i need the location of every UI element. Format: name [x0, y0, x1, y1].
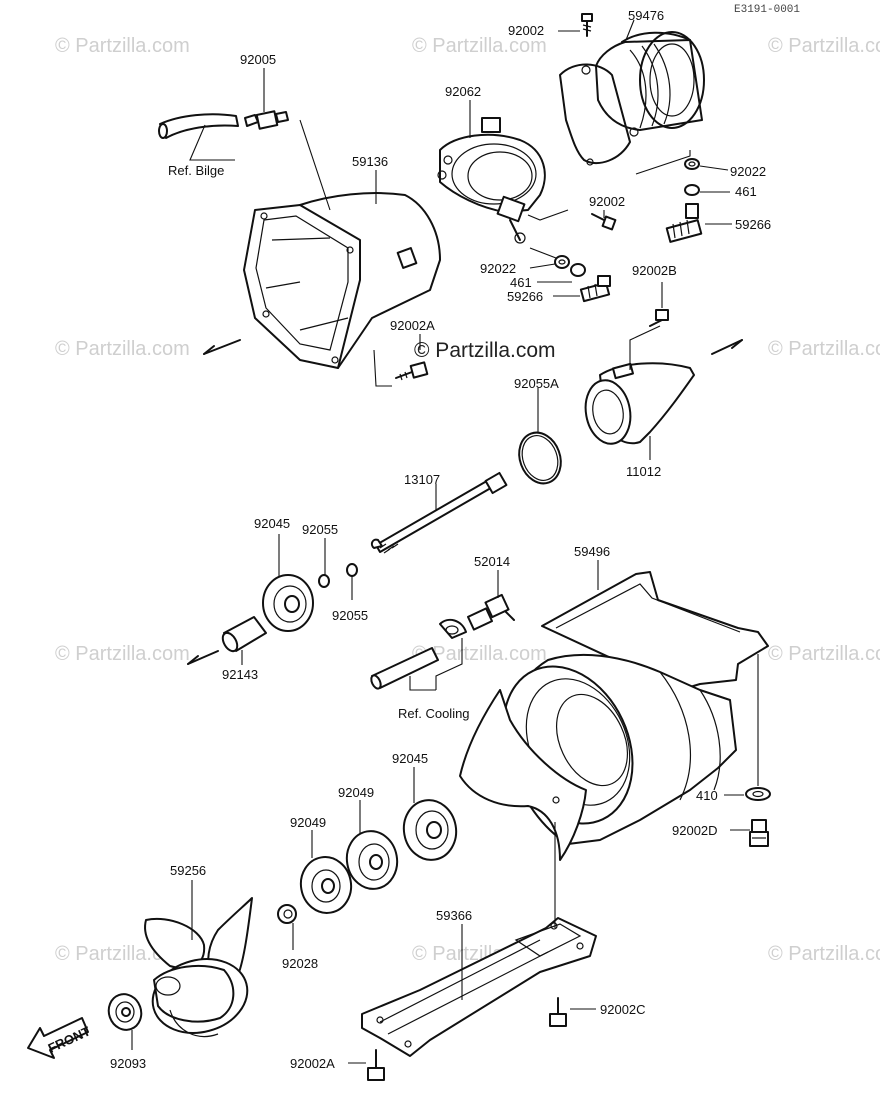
arrow-left-mid: [187, 650, 219, 665]
watermark: © Partzilla.com: [412, 643, 547, 665]
cap-92093[interactable]: [104, 990, 146, 1035]
seal-92049-b[interactable]: [297, 853, 356, 917]
cooling-hose[interactable]: [369, 618, 467, 690]
watermark: © Partzilla.com: [768, 943, 880, 965]
watermark: © Partzilla.com: [768, 643, 880, 665]
label-92049: 92049: [290, 815, 326, 830]
label-59266: 59266: [735, 217, 771, 232]
label-52014: 52014: [474, 554, 510, 569]
fitting-92005[interactable]: [244, 110, 289, 130]
bolt-92002D[interactable]: [749, 819, 769, 847]
label-11012: 11012: [626, 464, 661, 479]
label-92055A: 92055A: [514, 376, 559, 391]
label-92143: 92143: [222, 667, 258, 682]
front-direction-arrow: FRONT: [27, 1017, 93, 1059]
label-92045: 92045: [392, 751, 428, 766]
bilge-hose[interactable]: [158, 113, 239, 139]
label-92045: 92045: [254, 516, 290, 531]
pump-housing-59136[interactable]: [243, 192, 441, 369]
seal-461-right[interactable]: [684, 184, 700, 196]
sleeve-92143[interactable]: [220, 616, 267, 654]
ring-92055-b[interactable]: [346, 563, 358, 577]
bolt-92002A-bottom[interactable]: [367, 1049, 385, 1081]
label-ref-cooling: Ref. Cooling: [398, 706, 470, 721]
bearing-92045-mid[interactable]: [399, 796, 461, 864]
ring-92055-a[interactable]: [318, 574, 330, 588]
label-92022: 92022: [730, 164, 766, 179]
fitting-52014[interactable]: [466, 593, 515, 631]
label-92002D: 92002D: [672, 823, 718, 838]
bracket-59366[interactable]: [361, 917, 597, 1057]
collar-92028[interactable]: [277, 904, 297, 924]
bolt-92002-mid[interactable]: [591, 213, 617, 231]
label-92002: 92002: [508, 23, 544, 38]
bolt-92002A-top[interactable]: [395, 361, 429, 381]
bolt-92002C[interactable]: [549, 997, 567, 1027]
label-92028: 92028: [282, 956, 318, 971]
bolt-92002-top[interactable]: [581, 13, 593, 37]
label-ref-bilge: Ref. Bilge: [168, 163, 224, 178]
clamp-92062[interactable]: [437, 117, 546, 244]
bellows-59476[interactable]: [559, 31, 705, 166]
label-92005: 92005: [240, 52, 276, 67]
watermark: © Partzilla.com: [55, 643, 190, 665]
label-92093: 92093: [110, 1056, 146, 1071]
seal-461-left[interactable]: [570, 263, 586, 277]
diagram-code: E3191-0001: [734, 4, 800, 16]
label-59256: 59256: [170, 863, 206, 878]
bolt-92002B[interactable]: [649, 309, 669, 327]
label-59496: 59496: [574, 544, 610, 559]
center-watermark: © Partzilla.com: [414, 339, 556, 362]
label-92002C: 92002C: [600, 1002, 646, 1017]
pump-case-59496[interactable]: [459, 571, 769, 861]
watermark: © Partzilla.com: [55, 35, 190, 57]
label-92055: 92055: [302, 522, 338, 537]
seal-92049-a[interactable]: [342, 827, 401, 893]
fitting-59266-left[interactable]: [579, 275, 611, 303]
label-59366: 59366: [436, 908, 472, 923]
washer-92022-right[interactable]: [684, 158, 700, 170]
label-59136: 59136: [352, 154, 388, 169]
washer-92022-left[interactable]: [554, 255, 570, 269]
label-92002A: 92002A: [290, 1056, 335, 1071]
watermark: © Partzilla.com: [768, 338, 880, 360]
label-92022: 92022: [480, 261, 516, 276]
label-92062: 92062: [445, 84, 481, 99]
label-410: 410: [696, 788, 718, 803]
label-92055: 92055: [332, 608, 368, 623]
watermark: © Partzilla.com: [55, 338, 190, 360]
arrow-right-top: [711, 339, 743, 355]
watermark: © Partzilla.com: [412, 35, 547, 57]
shaft-13107[interactable]: [370, 471, 508, 554]
label-461: 461: [735, 184, 757, 199]
fitting-59266-right[interactable]: [665, 203, 703, 243]
bearing-92045-top[interactable]: [262, 574, 314, 632]
impeller-59256[interactable]: [144, 897, 255, 1043]
label-92002B: 92002B: [632, 263, 677, 278]
label-461: 461: [510, 275, 532, 290]
label-92049: 92049: [338, 785, 374, 800]
label-59266: 59266: [507, 289, 543, 304]
label-59476: 59476: [628, 8, 664, 23]
nozzle-11012[interactable]: [581, 362, 695, 447]
label-92002A: 92002A: [390, 318, 435, 333]
label-13107: 13107: [404, 472, 440, 487]
o-ring-92055A[interactable]: [512, 427, 567, 490]
watermark: © Partzilla.com: [768, 35, 880, 57]
arrow-left-top: [203, 339, 241, 355]
washer-410[interactable]: [745, 787, 771, 801]
label-92002: 92002: [589, 194, 625, 209]
